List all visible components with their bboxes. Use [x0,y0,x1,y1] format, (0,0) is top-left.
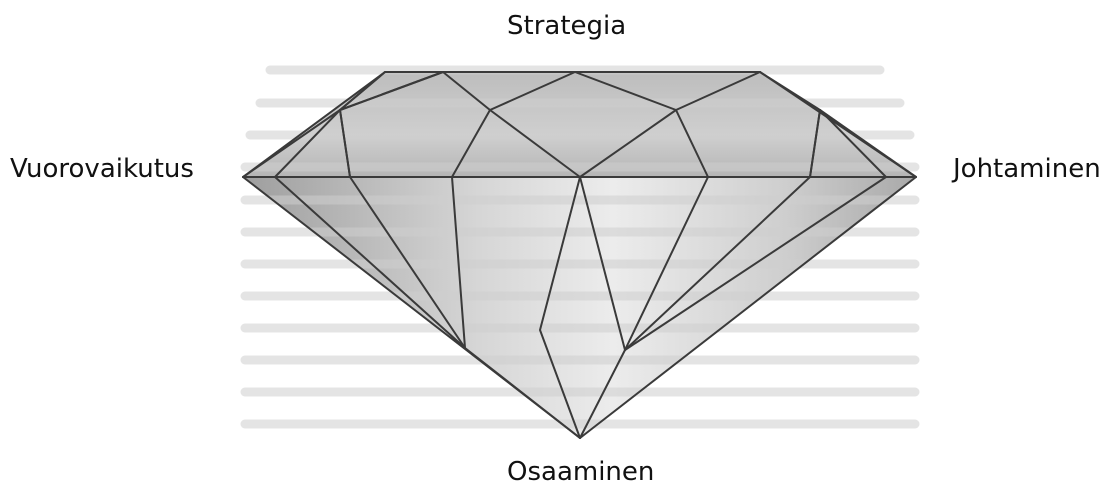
label-strategia: Strategia [507,13,626,39]
label-johtaminen: Johtaminen [953,156,1101,182]
label-vuorovaikutus: Vuorovaikutus [10,156,194,182]
diamond-crown [243,72,916,177]
label-osaaminen: Osaaminen [507,459,654,485]
diamond-pavilion [243,177,916,438]
